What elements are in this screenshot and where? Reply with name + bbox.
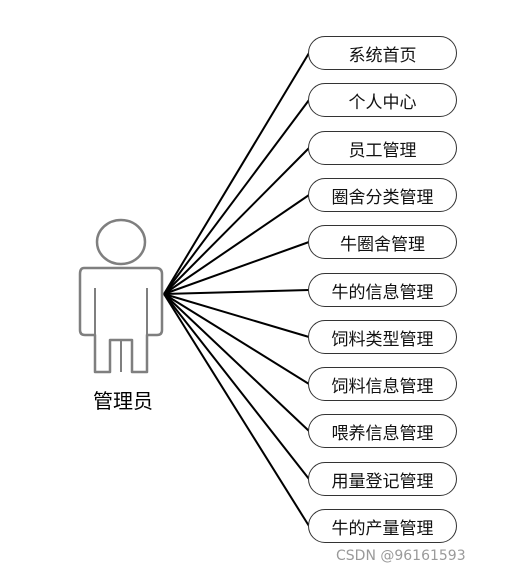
connector-line xyxy=(163,289,310,295)
connector-line xyxy=(163,293,310,432)
use-case-node: 个人中心 xyxy=(308,83,457,117)
connector-line xyxy=(163,52,310,295)
use-case-node: 牛的信息管理 xyxy=(308,273,457,307)
actor-head xyxy=(95,218,147,266)
connector-line xyxy=(163,293,310,338)
use-case-node: 用量登记管理 xyxy=(308,462,457,496)
connector-line xyxy=(163,241,310,295)
connector-line xyxy=(163,99,310,295)
watermark: CSDN @96161593 xyxy=(336,548,466,564)
actor-body xyxy=(78,266,164,374)
connector-line xyxy=(163,293,310,480)
use-case-node: 饲料信息管理 xyxy=(308,367,457,401)
use-case-node: 圈舍分类管理 xyxy=(308,178,457,212)
connector-line xyxy=(163,194,310,295)
connector-line xyxy=(163,147,310,295)
use-case-node: 员工管理 xyxy=(308,131,457,165)
actor-figure xyxy=(78,218,164,374)
use-case-node: 牛的产量管理 xyxy=(308,509,457,543)
use-case-node: 饲料类型管理 xyxy=(308,320,457,354)
use-case-node: 喂养信息管理 xyxy=(308,414,457,448)
connector-lines xyxy=(163,52,310,527)
actor-label: 管理员 xyxy=(93,389,153,413)
connector-line xyxy=(163,293,310,385)
use-case-node: 牛圈舍管理 xyxy=(308,225,457,259)
use-case-node: 系统首页 xyxy=(308,36,457,70)
connector-line xyxy=(163,293,310,527)
